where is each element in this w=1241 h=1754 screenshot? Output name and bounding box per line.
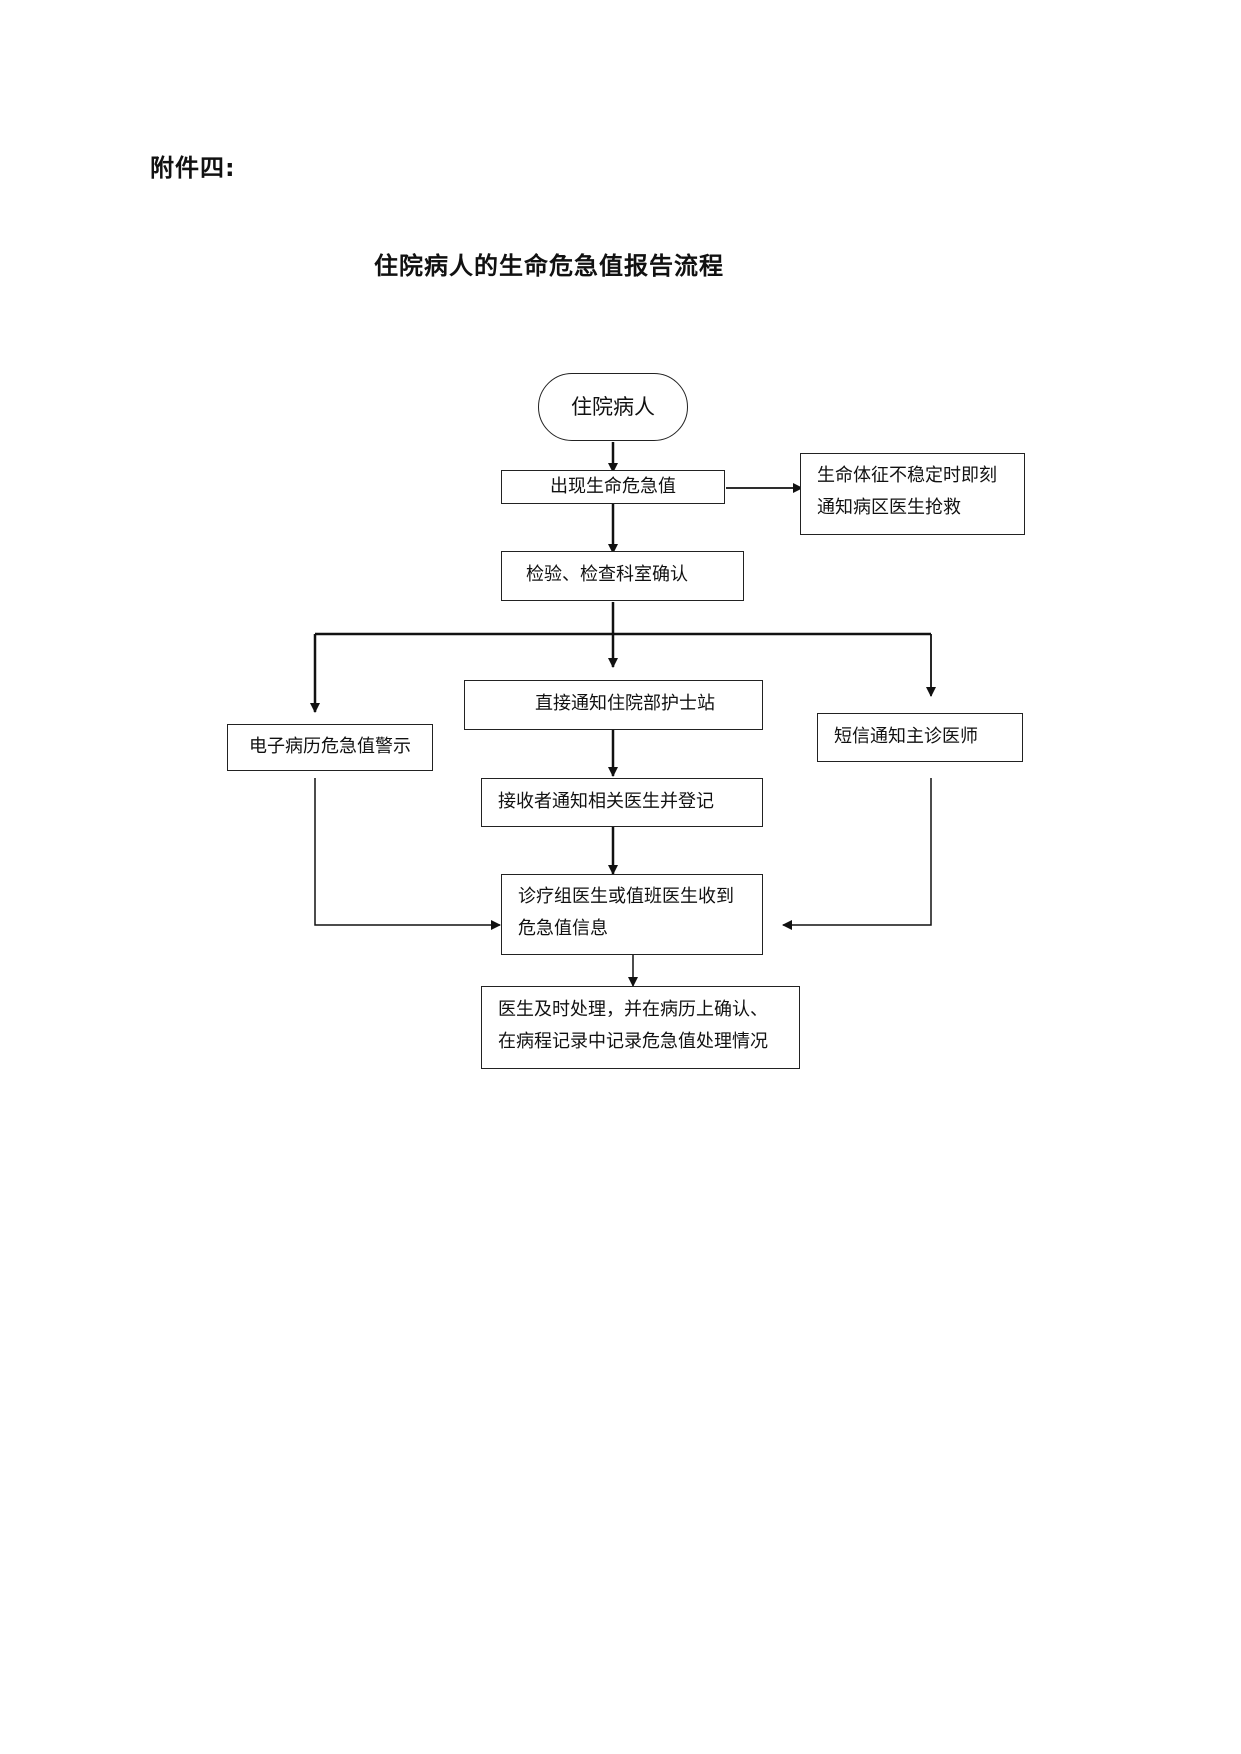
node-critical-value: 出现生命危急值 xyxy=(501,470,725,504)
node-notify-nurse-station-label: 直接通知住院部护士站 xyxy=(535,693,715,714)
node-doctor-receive-line1: 诊疗组医生或值班医生收到 xyxy=(518,886,734,907)
node-sms-doctor-label: 短信通知主诊医师 xyxy=(834,726,978,747)
node-critical-value-label: 出现生命危急值 xyxy=(550,476,676,497)
node-emr-alert: 电子病历危急值警示 xyxy=(227,724,433,771)
node-lab-confirm: 检验、检查科室确认 xyxy=(501,551,744,601)
node-unstable-line1: 生命体征不稳定时即刻 xyxy=(817,465,997,486)
node-handle-line1: 医生及时处理，并在病历上确认、 xyxy=(498,999,768,1020)
node-emr-alert-label: 电子病历危急值警示 xyxy=(249,736,411,757)
arrow-emr-to-doctor xyxy=(314,778,501,930)
arrow-sms-to-doctor xyxy=(782,778,932,930)
page-title: 住院病人的生命危急值报告流程 xyxy=(374,252,724,280)
node-handle: 医生及时处理，并在病历上确认、 在病程记录中记录危急值处理情况 xyxy=(481,986,800,1069)
node-receiver-notify-label: 接收者通知相关医生并登记 xyxy=(498,791,714,812)
node-handle-line2: 在病程记录中记录危急值处理情况 xyxy=(498,1031,768,1052)
node-sms-doctor: 短信通知主诊医师 xyxy=(817,713,1023,762)
node-unstable-notify: 生命体征不稳定时即刻 通知病区医生抢救 xyxy=(800,453,1025,535)
node-doctor-receive-line2: 危急值信息 xyxy=(518,918,608,939)
node-receiver-notify: 接收者通知相关医生并登记 xyxy=(481,778,763,827)
node-lab-confirm-label: 检验、检查科室确认 xyxy=(526,564,688,585)
node-doctor-receive: 诊疗组医生或值班医生收到 危急值信息 xyxy=(501,874,763,955)
node-notify-nurse-station: 直接通知住院部护士站 xyxy=(464,680,763,730)
annex-label: 附件四: xyxy=(150,154,236,182)
node-start: 住院病人 xyxy=(538,373,688,441)
node-unstable-line2: 通知病区医生抢救 xyxy=(817,497,961,518)
node-start-label: 住院病人 xyxy=(571,395,655,419)
